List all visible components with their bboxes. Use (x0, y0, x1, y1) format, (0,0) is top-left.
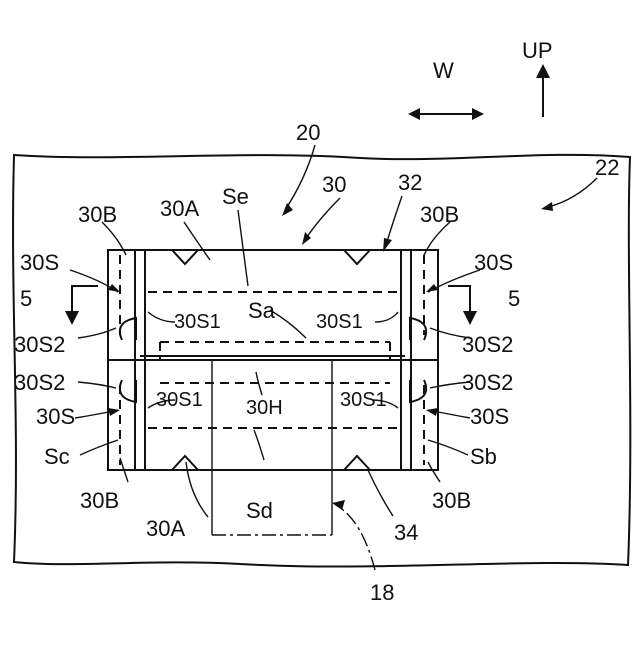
label-30s1-top-right: 30S1 (316, 311, 363, 333)
width-label: W (433, 58, 454, 83)
label-34: 34 (394, 520, 418, 545)
connector-body (108, 250, 438, 470)
label-5-left: 5 (20, 286, 32, 311)
section-arrow-right-icon (448, 286, 477, 325)
label-18: 18 (370, 580, 394, 605)
label-5-right: 5 (508, 286, 520, 311)
label-30b-top-right: 30B (420, 202, 459, 227)
label-20: 20 (296, 120, 320, 145)
label-sc: Sc (44, 444, 70, 469)
up-label: UP (522, 38, 553, 63)
arrowhead-icon (332, 500, 345, 510)
arrowhead-icon (541, 202, 553, 211)
label-30b-top-left: 30B (78, 202, 117, 227)
section-arrow-left-icon (65, 286, 98, 325)
leader-lines (70, 145, 597, 570)
up-arrow-icon (536, 64, 550, 117)
arrowhead-icon (426, 408, 438, 416)
label-sa: Sa (248, 298, 276, 323)
arrowhead-icon (108, 284, 120, 292)
label-30h: 30H (246, 397, 283, 419)
label-sb: Sb (470, 444, 497, 469)
label-30a-bottom: 30A (146, 516, 185, 541)
label-32: 32 (398, 170, 422, 195)
label-30s-top-right: 30S (474, 250, 513, 275)
label-30s2-top-left: 30S2 (14, 332, 65, 357)
label-sd: Sd (246, 498, 273, 523)
label-30s-bottom-left: 30S (36, 404, 75, 429)
label-22: 22 (595, 155, 619, 180)
arrowhead-icon (426, 284, 438, 292)
arrowhead-icon (282, 203, 293, 216)
label-30s-top-left: 30S (20, 250, 59, 275)
label-30s2-bottom-right: 30S2 (462, 370, 513, 395)
label-30s-bottom-right: 30S (470, 404, 509, 429)
label-30s2-bottom-left: 30S2 (14, 370, 65, 395)
label-30: 30 (322, 172, 346, 197)
label-30a-top: 30A (160, 196, 199, 221)
label-30b-bottom-left: 30B (80, 488, 119, 513)
label-30s2-top-right: 30S2 (462, 332, 513, 357)
label-30b-bottom-right: 30B (432, 488, 471, 513)
label-30s1-bottom-left: 30S1 (156, 389, 203, 411)
width-arrow-icon (408, 108, 484, 120)
label-se: Se (222, 184, 249, 209)
label-30s1-bottom-right: 30S1 (340, 389, 387, 411)
arrowhead-icon (108, 408, 120, 416)
label-30s1-top-left: 30S1 (174, 311, 221, 333)
